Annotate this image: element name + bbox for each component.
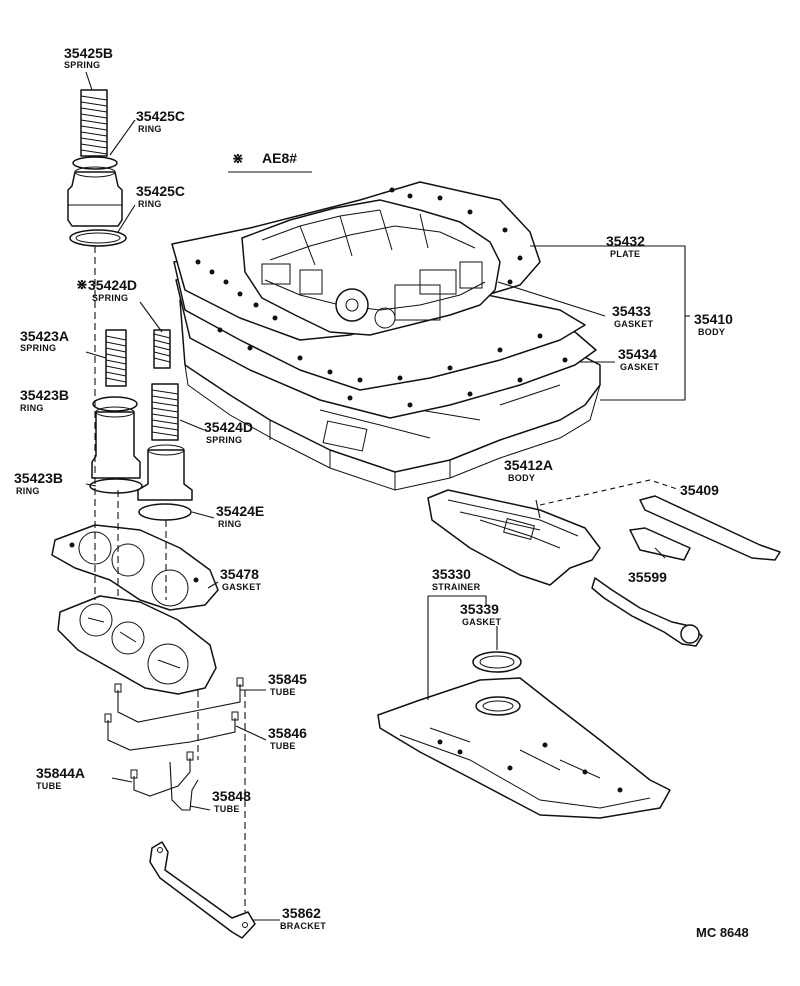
svg-text:35845: 35845 [268,671,307,687]
label-35424d-upper: ⋇ 35424D SPRING [76,276,137,303]
svg-text:35423B: 35423B [14,470,63,486]
svg-text:BRACKET: BRACKET [280,921,326,931]
body-35412a [427,489,601,586]
label-35862: 35862 BRACKET [280,905,326,931]
svg-text:GASKET: GASKET [462,617,502,627]
lower-right-components [377,489,781,819]
label-35423a: 35423A SPRING [20,328,69,353]
svg-text:TUBE: TUBE [214,804,240,814]
spring-35423a [105,329,127,387]
label-35339: 35339 GASKET [460,601,502,627]
svg-text:35423A: 35423A [20,328,69,344]
label-35423b-lower: 35423B RING [14,470,63,496]
svg-text:TUBE: TUBE [270,687,296,697]
diagram-title: ⋇ AE8# [228,150,312,173]
svg-text:TUBE: TUBE [270,741,296,751]
svg-text:35478: 35478 [220,566,259,582]
label-35845: 35845 TUBE [268,671,307,697]
svg-text:GASKET: GASKET [222,582,262,592]
svg-text:35434: 35434 [618,346,657,362]
svg-text:35339: 35339 [460,601,499,617]
svg-text:35330: 35330 [432,566,471,582]
svg-text:RING: RING [138,199,162,209]
svg-text:35433: 35433 [612,303,651,319]
svg-text:35425B: 35425B [64,45,113,61]
label-35423b-upper: 35423B RING [20,387,69,413]
svg-text:SPRING: SPRING [64,60,100,70]
label-35425c-upper: 35425C RING [136,108,185,134]
svg-text:STRAINER: STRAINER [432,582,481,592]
label-35330: 35330 STRAINER [432,566,481,592]
label-35599: 35599 [628,569,667,585]
svg-text:35424E: 35424E [216,503,264,519]
leader-lines [85,71,690,921]
svg-text:BODY: BODY [508,473,535,483]
svg-text:RING: RING [138,124,162,134]
svg-text:35412A: 35412A [504,457,553,473]
svg-text:GASKET: GASKET [620,362,660,372]
bracket-35862 [149,841,256,939]
svg-text:35424D: 35424D [88,277,137,293]
ring-35425c-lower [69,229,127,247]
label-35410: 35410 BODY [694,311,733,337]
label-35434: 35434 GASKET [618,346,660,372]
svg-text:35848: 35848 [212,788,251,804]
label-35424e: 35424E RING [216,503,264,529]
svg-text:SPRING: SPRING [92,293,128,303]
svg-text:BODY: BODY [698,327,725,337]
left-component-stack [51,89,256,939]
svg-text:35844A: 35844A [36,765,85,781]
label-35425b: 35425B SPRING [64,45,113,70]
svg-text:TUBE: TUBE [36,781,62,791]
title-mark: ⋇ [232,150,244,166]
svg-text:35599: 35599 [628,569,667,585]
label-35412a: 35412A BODY [504,457,553,483]
label-35425c-lower: 35425C RING [136,183,185,209]
valve-body-assembly [171,181,601,491]
svg-text:RING: RING [20,403,44,413]
svg-text:35410: 35410 [694,311,733,327]
svg-text:35425C: 35425C [136,108,185,124]
label-35409: 35409 [680,482,719,498]
svg-text:RING: RING [218,519,242,529]
ring-35423b-lower [89,478,143,494]
svg-text:⋇: ⋇ [76,276,88,292]
svg-text:35409: 35409 [680,482,719,498]
ring-35424e [138,503,192,521]
label-35433: 35433 GASKET [612,303,654,329]
svg-text:GASKET: GASKET [614,319,654,329]
svg-text:RING: RING [16,486,40,496]
title-text: AE8# [262,150,297,166]
diagram-code: MC 8648 [696,925,749,940]
label-35844a: 35844A TUBE [36,765,85,791]
gasket-35478 [51,524,219,611]
label-35848: 35848 TUBE [212,788,251,814]
label-35478: 35478 GASKET [220,566,262,592]
svg-text:35862: 35862 [282,905,321,921]
svg-text:SPRING: SPRING [206,435,242,445]
svg-text:35423B: 35423B [20,387,69,403]
svg-text:35425C: 35425C [136,183,185,199]
spring-35424d-upper [153,329,171,369]
ring-sleeve-35425c [67,156,123,227]
gasket-35339 [472,651,522,673]
label-35424d-lower: 35424D SPRING [204,419,253,445]
svg-text:35424D: 35424D [204,419,253,435]
strainer-35330 [377,677,671,819]
label-35846: 35846 TUBE [268,725,307,751]
spring-35424d-lower [151,383,179,441]
svg-text:SPRING: SPRING [20,343,56,353]
svg-text:35846: 35846 [268,725,307,741]
svg-text:PLATE: PLATE [610,249,640,259]
label-35432: 35432 PLATE [606,233,645,259]
transfer-plate [57,595,217,695]
svg-text:35432: 35432 [606,233,645,249]
spring-35425b [80,89,108,157]
tubes [104,677,244,811]
part-labels: 35425B SPRING 35425C RING 35425C RING ⋇ … [14,45,733,931]
